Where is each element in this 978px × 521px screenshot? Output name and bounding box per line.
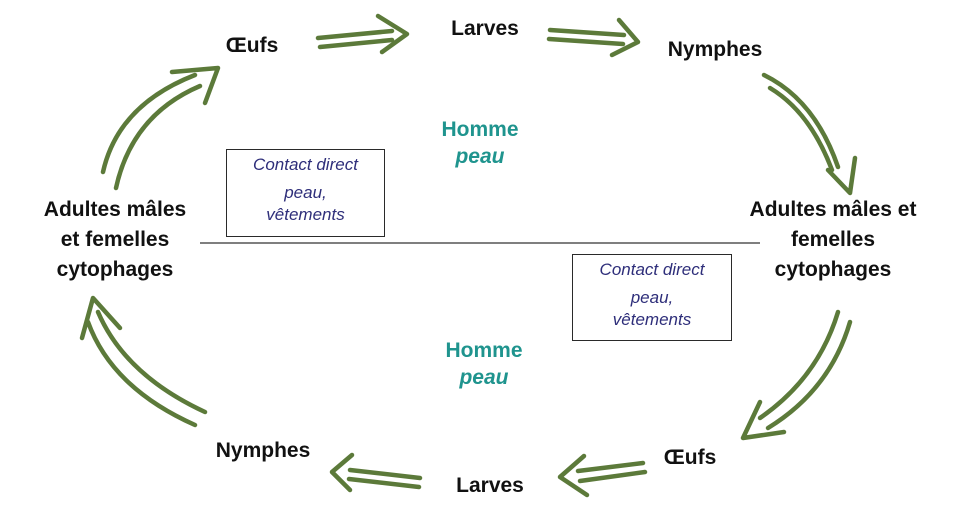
- transmission-title-upper: Contact direct: [253, 155, 358, 174]
- host-site-upper: peau: [455, 145, 505, 168]
- stage-label-nymphs-upper: Nymphes: [667, 38, 763, 61]
- arrow-eggs-to-larvae: [315, 13, 410, 55]
- host-title-lower: Homme: [445, 339, 523, 362]
- arrow-nymphs-to-adults-right: [761, 72, 858, 196]
- host-label-upper: Homme peau: [410, 116, 550, 170]
- stage-label-adults-left: Adultes mâles et femelles cytophages: [43, 198, 187, 281]
- transmission-title-lower: Contact direct: [599, 260, 705, 279]
- transmission-detail-lower: peau, vêtements: [612, 288, 692, 329]
- transmission-detail-upper: peau, vêtements: [266, 183, 345, 224]
- stage-label-eggs-upper: Œufs: [225, 34, 279, 57]
- transmission-box-upper: Contact direct peau, vêtements: [226, 149, 385, 237]
- host-title-upper: Homme: [441, 118, 519, 141]
- stage-label-nymphs-lower: Nymphes: [215, 439, 311, 462]
- arrow-adults-left-to-eggs: [100, 65, 221, 191]
- stage-label-larvae-upper: Larves: [451, 17, 519, 40]
- stage-label-adults-right: Adultes mâles et femelles cytophages: [749, 198, 917, 281]
- stage-label-eggs-lower: Œufs: [663, 446, 717, 469]
- arrow-adults-right-to-eggs: [740, 309, 853, 441]
- stage-label-larvae-lower: Larves: [456, 474, 524, 497]
- arrow-larvae-to-nymphs: [546, 17, 641, 58]
- host-site-lower: peau: [459, 366, 509, 389]
- arrow-nymphs-to-adults-left: [79, 295, 208, 428]
- arrow-larvae-to-nymphs: [329, 452, 423, 493]
- transmission-box-lower: Contact direct peau, vêtements: [572, 254, 732, 341]
- arrow-eggs-to-larvae: [557, 453, 648, 498]
- host-label-lower: Homme peau: [414, 337, 554, 391]
